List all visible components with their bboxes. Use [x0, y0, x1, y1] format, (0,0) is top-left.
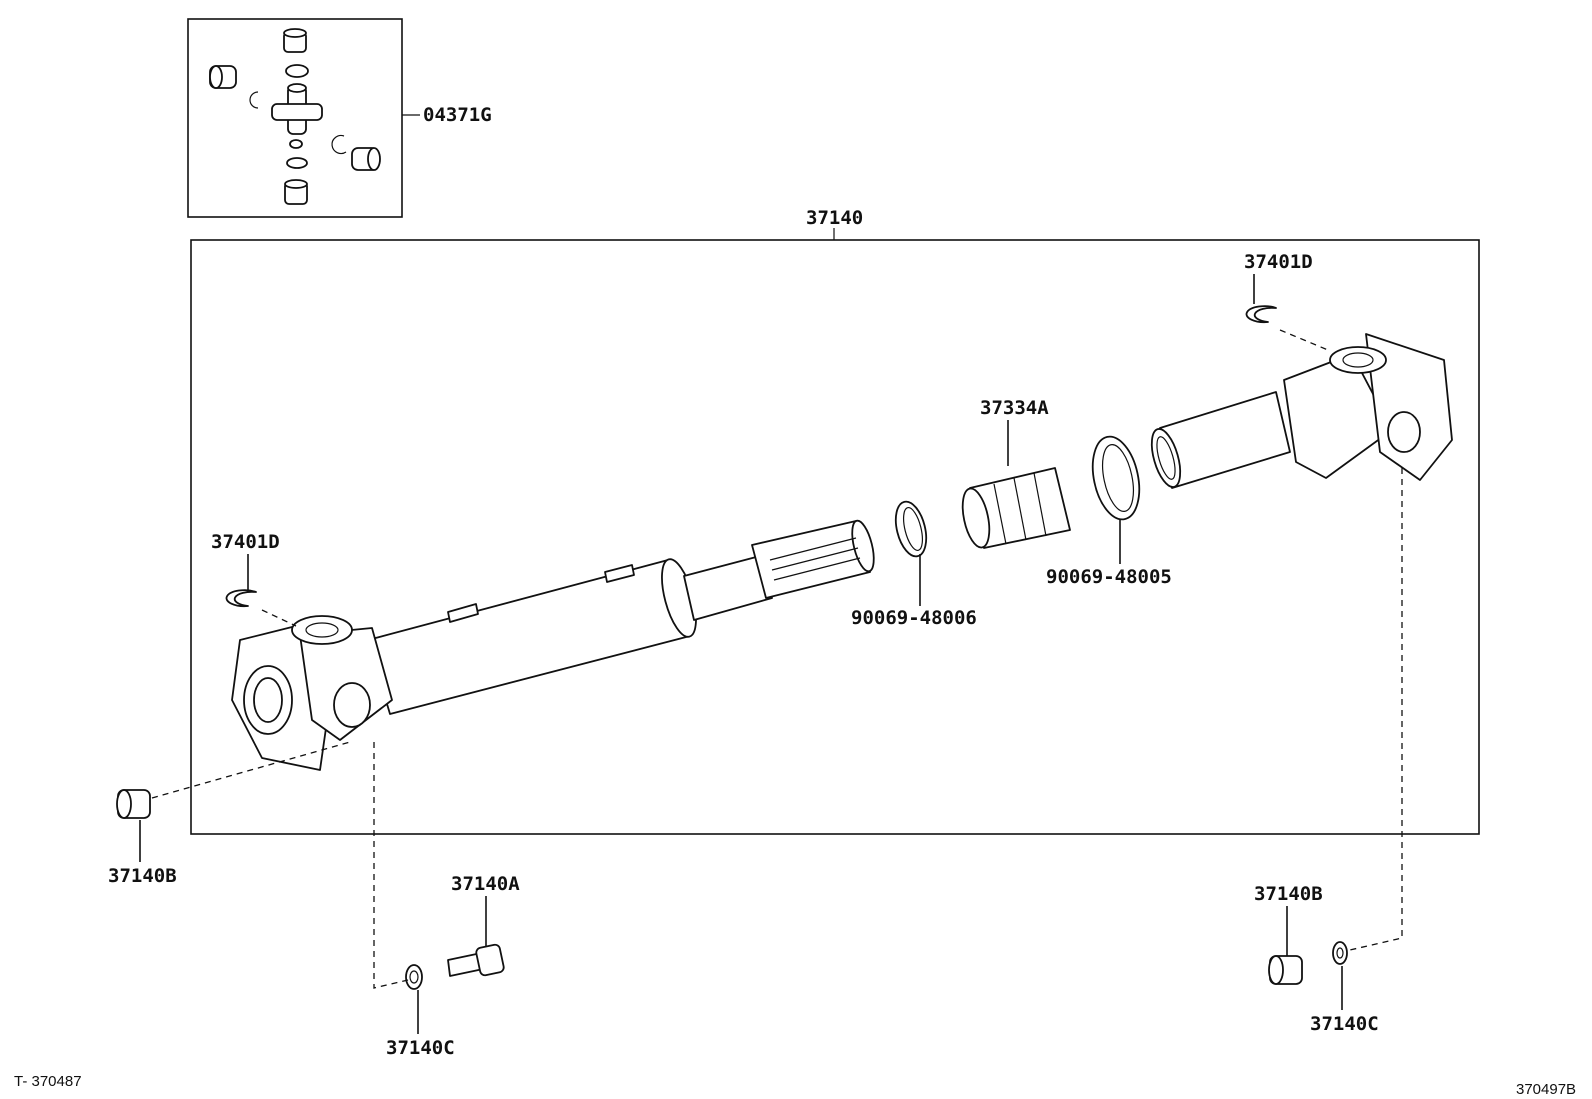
seal-rings-and-boot: [894, 435, 1141, 558]
rear-flange-yoke: [1150, 333, 1453, 489]
callout-nut-right: 37140B: [1254, 883, 1323, 905]
snap-rings: [225, 305, 1277, 608]
assembly-border: [190, 239, 1480, 835]
loose-hardware: [116, 789, 1348, 990]
callout-snap-ring-right: 37401D: [1244, 251, 1313, 273]
callout-labels: 37401D 37334A 90069-48006 90069-48005 37…: [108, 251, 1379, 1059]
callout-boot: 37334A: [980, 397, 1049, 419]
callout-bolt: 37140A: [451, 873, 520, 895]
front-flange-yoke: [231, 615, 393, 771]
callout-ring-large: 90069-48005: [1046, 566, 1172, 588]
assembly-part-number: 37140: [806, 207, 863, 229]
assembly-frame: 37140: [190, 207, 1480, 835]
callout-washer-left: 37140C: [386, 1037, 455, 1059]
callout-washer-right: 37140C: [1310, 1013, 1379, 1035]
illustration-code-right: 370497B: [1516, 1081, 1576, 1098]
illustration-code-left: T- 370487: [14, 1073, 82, 1090]
reference-dashed-lines: [151, 329, 1403, 989]
callout-ring-small: 90069-48006: [851, 607, 977, 629]
kit-inset-frame: [187, 18, 403, 218]
universal-joint-kit-inset: 04371G: [187, 18, 492, 218]
callout-nut-left: 37140B: [108, 865, 177, 887]
callout-snap-ring-left: 37401D: [211, 531, 280, 553]
shaft-tube: [367, 519, 875, 715]
leader-lines: [139, 274, 1343, 1034]
kit-part-number: 04371G: [423, 104, 492, 126]
